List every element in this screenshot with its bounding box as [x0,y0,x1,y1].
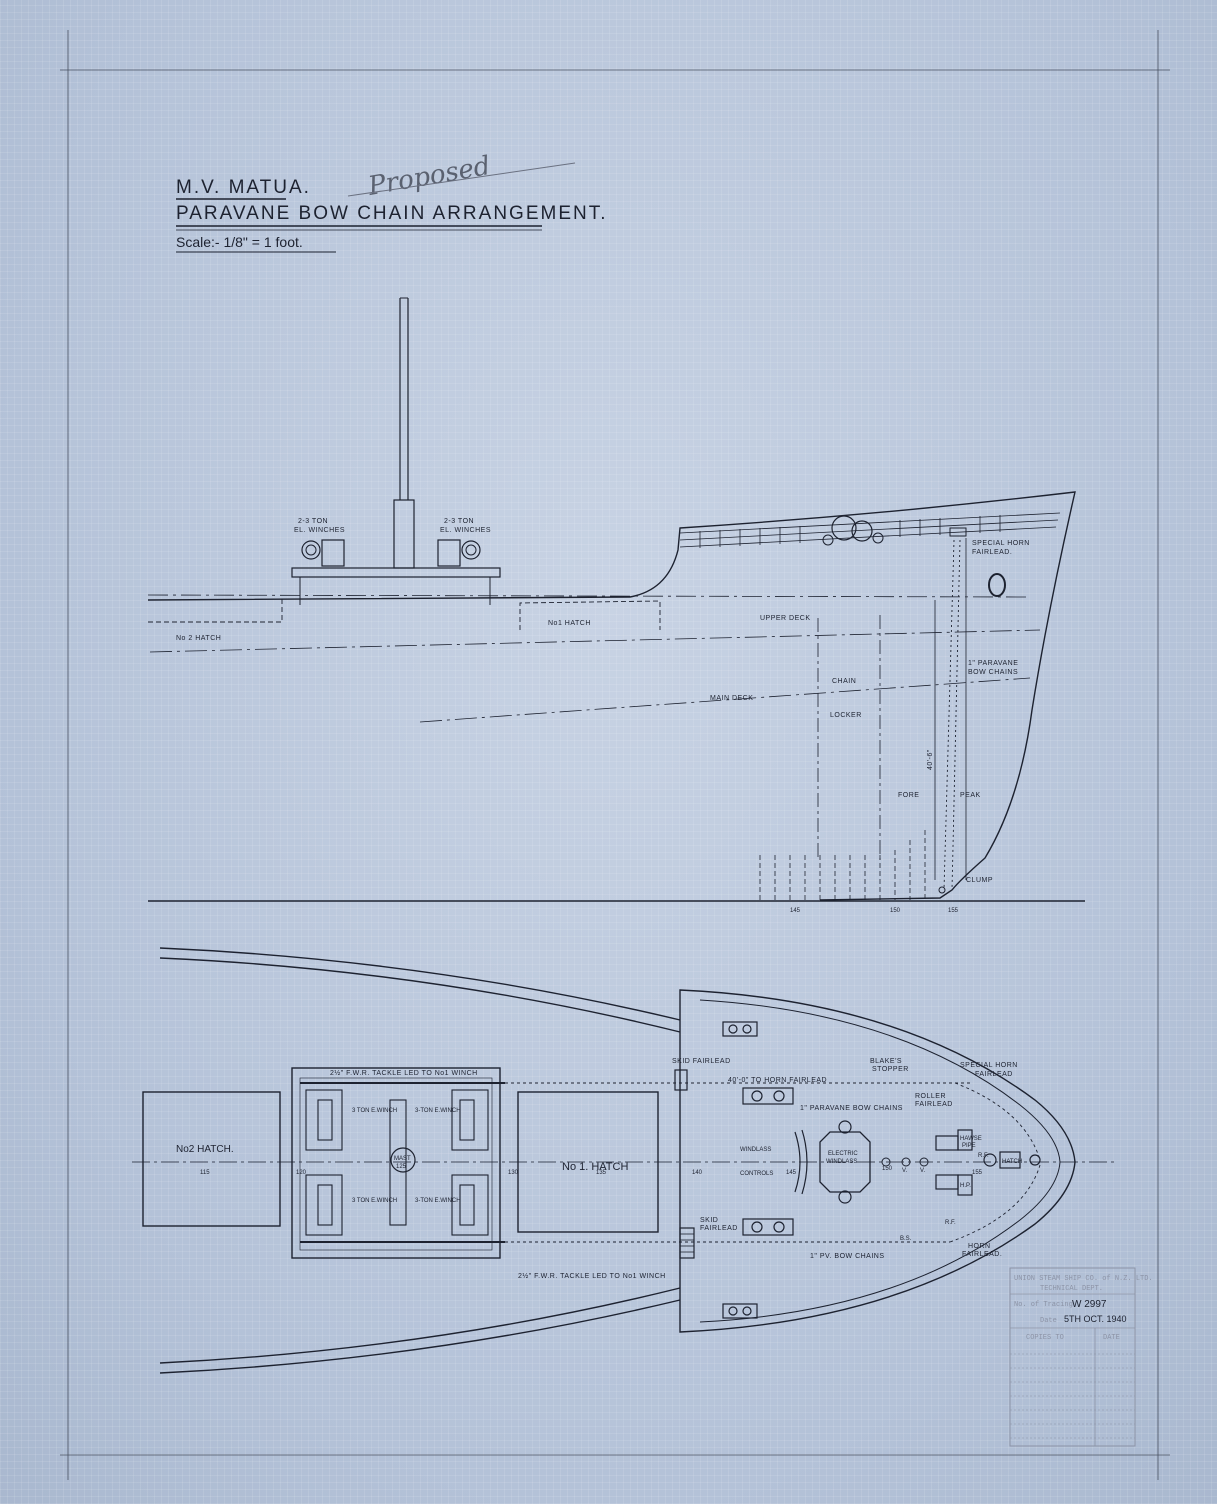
drawing-title: PARAVANE BOW CHAIN ARRANGEMENT. [176,203,608,224]
blakes-stopper-1: BLAKE'S [870,1058,902,1065]
winch-left-label-1: 2-3 TON [298,518,328,525]
skid-fairlead-bottom-2: FAIRLEAD [700,1225,738,1232]
stamp-company: UNION STEAM SHIP CO. of N.Z. LTD. [1014,1275,1153,1283]
winch-label-4: 3-TON E.WINCH [415,1198,461,1204]
fore-label: FORE [898,792,919,799]
mast-frame: 125 [396,1164,407,1170]
winch-left-label-2: EL. WINCHES [294,527,345,534]
plan-special-horn-1: SPECIAL HORN [960,1062,1018,1069]
bs-label: B.S. [900,1236,912,1242]
elev-frame-145: 145 [790,908,801,914]
v-label-2: V. [920,1168,925,1174]
hp-label: H.P. [960,1183,971,1189]
plan-frame-145: 145 [786,1170,797,1176]
winch-right-label-2: EL. WINCHES [440,527,491,534]
skid-fairlead-top: SKID FAIRLEAD [672,1058,731,1065]
hawse-pipe-1: HAWSE [960,1136,982,1142]
elev-no2-hatch: No 2 HATCH [176,635,221,642]
plan-frame-135: 135 [596,1170,607,1176]
title-block: M.V. MATUA. PARAVANE BOW CHAIN ARRANGEME… [176,151,608,253]
plan-no1-hatch: No 1. HATCH [562,1161,628,1173]
rf-label-top: R.F. [978,1153,989,1159]
dimension-label: 40'-6" [927,749,934,770]
horn-fairlead-1: HORN [968,1243,991,1250]
horn-dimension: 40'-0" TO HORN FAIRLEAD [728,1077,827,1084]
elev-frame-150: 150 [890,908,901,914]
elev-special-horn-2: FAIRLEAD. [972,549,1012,556]
stamp-dept: TECHNICAL DEPT. [1040,1285,1103,1293]
windlass-controls-1: WINDLASS [740,1147,771,1153]
mast-label: MAST [394,1156,411,1162]
winch-label-1: 3 TON E.WINCH [352,1108,397,1114]
plan-frame-155: 155 [972,1170,983,1176]
plan-frame-115: 115 [200,1170,210,1176]
electric-windlass-2: WINDLASS [826,1159,857,1165]
plan-no2-hatch: No2 HATCH. [176,1144,234,1155]
plan-special-horn-2: FAIRLEAD [975,1071,1013,1078]
horn-fairlead-2: FAIRLEAD. [962,1251,1002,1258]
roller-fairlead-1: ROLLER [915,1093,946,1100]
border [60,30,1170,1480]
windlass-controls-2: CONTROLS [740,1171,773,1177]
main-deck-label: MAIN DECK [710,695,753,702]
plan-view: No2 HATCH. MAST 125 3 TON E.WINCH 3-TON … [132,947,1118,1374]
elev-no1-hatch: No1 HATCH [548,620,591,627]
upper-deck-label: UPPER DECK [760,615,811,622]
stamp-copies: COPIES TO [1026,1334,1064,1342]
hawse-pipe-2: PIPE [962,1143,976,1149]
plan-frame-130: 130 [508,1170,519,1176]
v-label-1: V. [902,1168,907,1174]
blakes-stopper-2: STOPPER [872,1066,909,1073]
tackle-top: 2½" F.W.R. TACKLE LED TO No1 WINCH [330,1069,478,1077]
locker-label: LOCKER [830,712,862,719]
elev-special-horn-1: SPECIAL HORN [972,540,1030,547]
chain-label: CHAIN [832,678,856,685]
skid-fairlead-bottom-1: SKID [700,1217,718,1224]
hatch-small: HATCH [1002,1159,1022,1165]
stamp-tracing-label: No. of Tracing [1014,1301,1073,1309]
rf-label-bottom: R.F. [945,1220,956,1226]
winch-label-2: 3-TON E.WINCH [415,1108,461,1114]
winch-right-label-1: 2-3 TON [444,518,474,525]
elevation-view: 2-3 TON EL. WINCHES 2-3 TON EL. WINCHES … [147,297,1085,914]
stamp-date-col: DATE [1103,1334,1120,1342]
roller-fairlead-2: FAIRLEAD [915,1101,953,1108]
proposed-annotation: Proposed [365,151,493,202]
winch-label-3: 3 TON E.WINCH [352,1198,397,1204]
stamp-date-label: Date [1040,1317,1057,1325]
elev-paravane-1: 1" PARAVANE [968,660,1018,667]
paravane-bow-chains: 1" PARAVANE BOW CHAINS [800,1105,903,1112]
plan-frame-120: 120 [296,1170,307,1176]
clump-label: CLUMP [966,877,993,884]
vessel-title: M.V. MATUA. [176,177,311,198]
scale-label: Scale:- 1/8" = 1 foot. [176,234,303,250]
peak-label: PEAK [960,792,981,799]
elev-frame-155: 155 [948,908,959,914]
stamp-tracing-no: W 2997 [1072,1299,1107,1310]
electric-windlass-1: ELECTRIC [828,1151,858,1157]
elev-paravane-2: BOW CHAINS [968,669,1018,676]
technical-stamp: UNION STEAM SHIP CO. of N.Z. LTD. TECHNI… [1009,1267,1153,1447]
plan-frame-140: 140 [692,1170,703,1176]
plan-frame-150: 150 [882,1166,893,1172]
tackle-bottom: 2½" F.W.R. TACKLE LED TO No1 WINCH [518,1272,666,1280]
stamp-date: 5TH OCT. 1940 [1064,1314,1127,1324]
pv-bow-chains: 1" PV. BOW CHAINS [810,1253,885,1260]
